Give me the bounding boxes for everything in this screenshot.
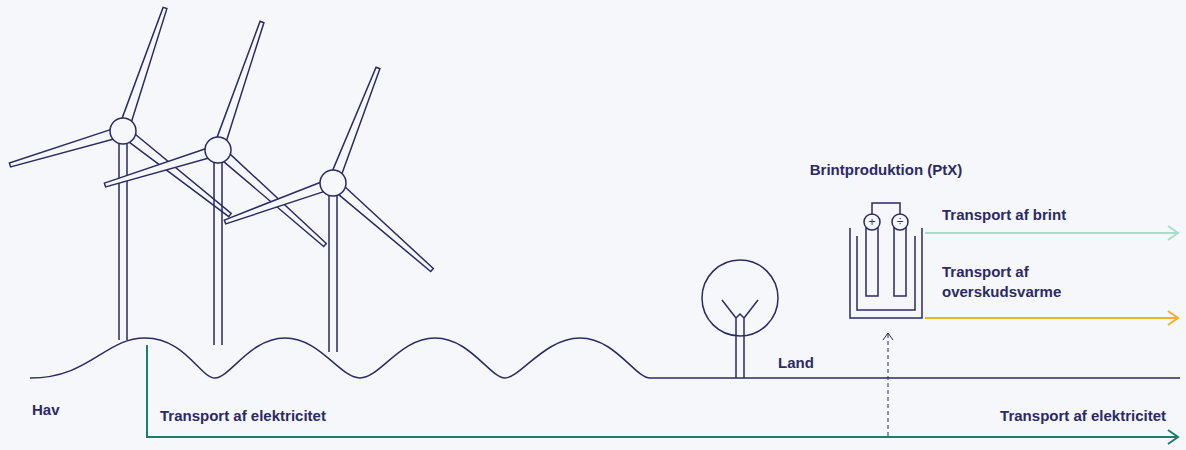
turbine-blade (122, 7, 167, 123)
turbine-blade (9, 129, 115, 167)
turbine-blade (337, 186, 433, 272)
feed-arrow (883, 333, 893, 436)
tree (702, 260, 778, 378)
transport-label: Transport af overskudsvarme (942, 262, 1092, 302)
turbine-blade (224, 182, 325, 224)
turbine-blade (222, 153, 326, 247)
turbine-tower (214, 160, 222, 345)
turbine-blade (217, 21, 264, 142)
turbine-hub (205, 137, 231, 163)
turbine-hub (320, 170, 346, 196)
wind-turbine (224, 67, 433, 352)
turbine-blade (104, 148, 209, 187)
transport-label: Transport af brint (942, 205, 1066, 225)
turbine-hub (110, 118, 136, 144)
turbine-tower (329, 193, 337, 352)
turbine-tower (119, 141, 127, 340)
transport-label: Transport af elektricitet (160, 406, 326, 426)
node-heading: Brintproduktion (PtX) (780, 160, 992, 180)
region-label: Land (778, 353, 814, 373)
region-label: Hav (32, 400, 60, 420)
ground-sea-line (30, 338, 1180, 378)
wind-turbine (9, 7, 231, 340)
polarity-symbol: ÷ (893, 215, 907, 229)
electrolyser (850, 203, 922, 318)
turbine-blade (332, 67, 380, 175)
polarity-symbol: + (865, 215, 879, 229)
transport-label: Transport af elektricitet (1000, 406, 1166, 426)
wind-turbines (9, 7, 433, 352)
hydrogen-arrow (925, 226, 1178, 240)
wind-turbine (104, 21, 326, 345)
electricity-arrow (147, 345, 1178, 444)
electrolyser-node: Brintproduktion (PtX) (780, 160, 992, 180)
heat-arrow (925, 311, 1178, 325)
